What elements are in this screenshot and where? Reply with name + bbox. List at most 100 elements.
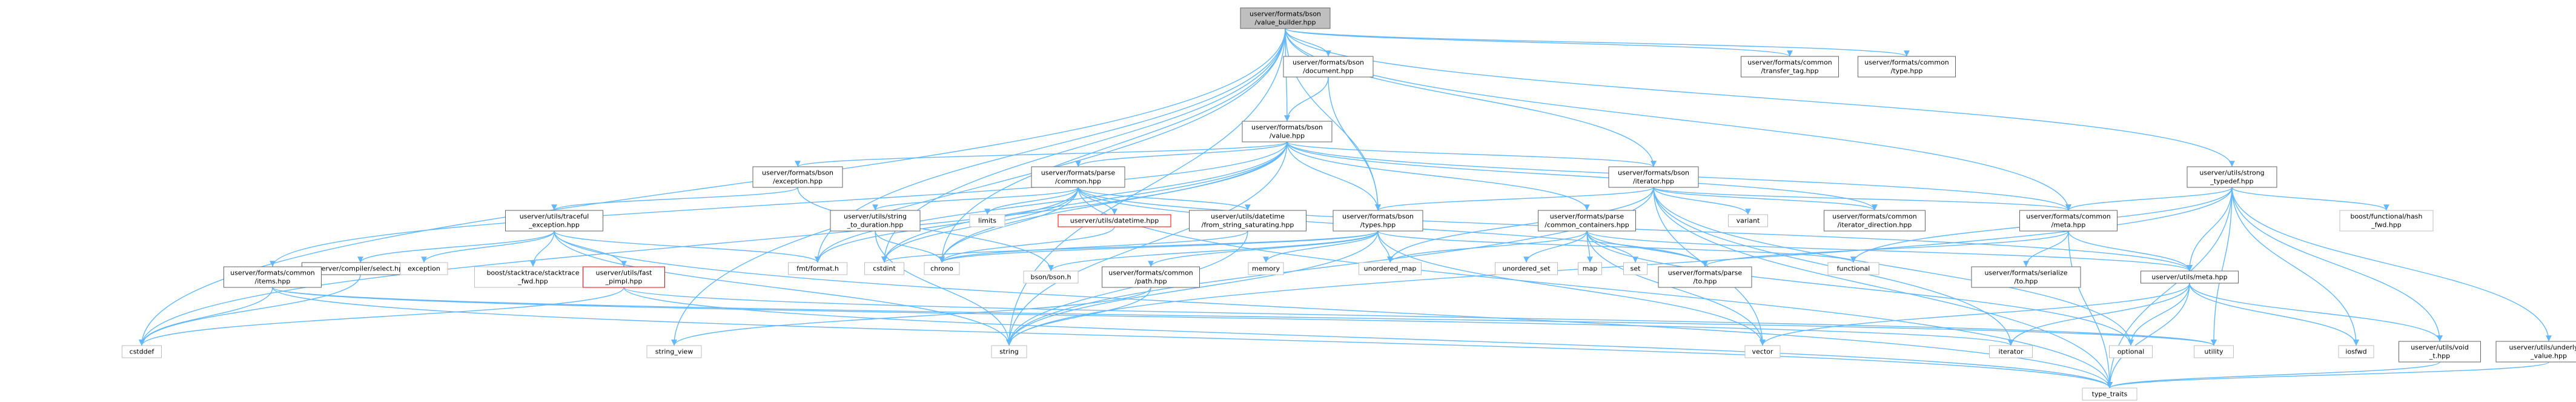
node-label: iosfwd [2345, 348, 2366, 356]
node-box [400, 262, 448, 275]
node-umeta[interactable]: userver/utils/meta.hpp [2141, 270, 2239, 284]
node-iterdir[interactable]: userver/formats/common/iterator_directio… [1824, 210, 1925, 232]
node-box [474, 266, 592, 288]
node-box [1827, 262, 1879, 275]
node-label: /transfer_tag.hpp [1761, 67, 1818, 75]
node-label: fmt/format.h [796, 265, 839, 273]
node-box [1189, 210, 1306, 232]
node-label: /path.hpp [1134, 278, 1167, 286]
node-strong[interactable]: userver/utils/strong_typedef.hpp [2187, 166, 2277, 188]
node-box [1658, 266, 1752, 288]
node-box [2399, 341, 2481, 363]
node-label: /iterator_direction.hpp [1838, 221, 1912, 229]
node-utility: utility [2194, 345, 2234, 358]
node-variant: variant [1728, 214, 1768, 227]
edge-pcont-set [1586, 230, 1638, 263]
node-pto[interactable]: userver/formats/parse/to.hpp [1658, 266, 1752, 288]
node-types[interactable]: userver/formats/bson/types.hpp [1333, 210, 1423, 232]
edge-vb-types [1285, 28, 1381, 211]
node-box [2141, 270, 2239, 284]
node-select[interactable]: userver/compiler/select.hpp [302, 262, 419, 275]
edge-pcont-optional [1586, 230, 2134, 346]
node-label: /document.hpp [1303, 67, 1354, 75]
node-box [122, 345, 162, 358]
node-box [1728, 214, 1768, 227]
edge-exc-bsonh [797, 187, 1054, 272]
node-label: _t.hpp [2429, 352, 2450, 360]
header-nodes: userver/formats/bson/value_builder.hppus… [122, 7, 2576, 401]
node-iter[interactable]: userver/formats/bson/iterator.hpp [1608, 166, 1699, 188]
node-value[interactable]: userver/formats/bson/value.hpp [1242, 121, 1333, 142]
node-box [1359, 262, 1422, 275]
edge-value-fmt [815, 141, 1288, 263]
node-fastpimpl[interactable]: userver/utils/fast_pimpl.hpp [583, 266, 665, 288]
node-box [1538, 210, 1636, 232]
edge-traceful-select [357, 230, 555, 263]
node-label: boost/stacktrace/stacktrace [486, 269, 579, 277]
node-chrono: chrono [924, 262, 960, 275]
node-cpath[interactable]: userver/formats/common/path.hpp [1102, 266, 1200, 288]
node-label: userver/utils/datetime.hpp [1070, 217, 1159, 225]
node-ctype[interactable]: userver/formats/common/type.hpp [1858, 56, 1956, 78]
node-label: /iterator.hpp [1633, 178, 1674, 186]
node-uval[interactable]: userver/utils/underlying_value.hpp [2495, 341, 2576, 363]
node-dtime[interactable]: userver/utils/datetime.hpp [1058, 214, 1171, 227]
edge-dtsat-chrono [939, 230, 1248, 263]
node-label: userver/formats/serialize [1984, 269, 2067, 277]
node-pcommon[interactable]: userver/formats/parse/common.hpp [1031, 166, 1125, 188]
node-voidt[interactable]: userver/utils/void_t.hpp [2399, 341, 2481, 363]
edge-vb-chrono [939, 28, 1286, 263]
edge-s2d-string [875, 230, 1012, 346]
node-sto[interactable]: userver/formats/serialize/to.hpp [1971, 266, 2081, 288]
node-cstddef: cstddef [122, 345, 162, 358]
edge-value-citems [270, 141, 1288, 267]
node-label: userver/formats/parse [1041, 169, 1116, 177]
node-label: _typedef.hpp [2210, 178, 2253, 186]
node-label: cstdint [873, 265, 896, 273]
edge-umeta-iosfwd [2189, 283, 2359, 346]
node-dtsat[interactable]: userver/utils/datetime/from_string_satur… [1189, 210, 1306, 232]
edge-types-memory [1263, 230, 1379, 263]
node-memory: memory [1248, 262, 1284, 275]
edge-cpath-sview [671, 287, 1151, 346]
node-label: /from_string_saturating.hpp [1202, 221, 1294, 229]
node-cmeta[interactable]: userver/formats/common/meta.hpp [2019, 210, 2117, 232]
node-transfer[interactable]: userver/formats/common/transfer_tag.hpp [1741, 56, 1839, 78]
node-label: _to_duration.hpp [847, 221, 904, 229]
node-s2d[interactable]: userver/utils/string_to_duration.hpp [830, 210, 921, 232]
node-label: userver/formats/bson [762, 169, 833, 177]
node-box [2019, 210, 2117, 232]
node-box [583, 266, 665, 288]
edge-pcont-umeta [1586, 230, 2193, 272]
node-functional: functional [1827, 262, 1879, 275]
node-pcont[interactable]: userver/formats/parse/common_containers.… [1538, 210, 1636, 232]
node-label: chrono [930, 265, 953, 273]
node-box [2338, 345, 2374, 358]
node-label: /items.hpp [255, 278, 291, 286]
node-box [924, 262, 960, 275]
node-label: bson/bson.h [1030, 273, 1071, 281]
edge-fastpimpl-utility [623, 287, 2217, 346]
node-ttraits: type_traits [2082, 387, 2137, 401]
node-box [1283, 56, 1374, 78]
node-label: /meta.hpp [2051, 221, 2086, 229]
node-citems[interactable]: userver/formats/common/items.hpp [223, 266, 322, 288]
edge-vb-iter [1285, 28, 1657, 167]
node-doc[interactable]: userver/formats/bson/document.hpp [1283, 56, 1374, 78]
node-exc[interactable]: userver/formats/bson/exception.hpp [752, 166, 843, 188]
edge-pcont-vector [1586, 230, 1766, 346]
node-label: userver/formats/bson [1618, 169, 1689, 177]
node-label: userver/formats/common [2026, 213, 2111, 221]
node-label: userver/formats/common [1108, 269, 1193, 277]
edge-cmeta-umeta [2068, 230, 2193, 272]
edge-citems-cstddef [139, 287, 273, 346]
edge-citems-utility [272, 287, 2217, 346]
node-optional: optional [2109, 345, 2153, 358]
node-traceful[interactable]: userver/utils/traceful_exception.hpp [505, 210, 603, 232]
node-box [1333, 210, 1423, 232]
node-box [223, 266, 322, 288]
node-vb[interactable]: userver/formats/bson/value_builder.hpp [1240, 7, 1331, 29]
node-label: iterator [1999, 348, 2024, 356]
node-label: userver/utils/underlying [2509, 344, 2576, 352]
edge-umeta-vector [1760, 283, 2190, 346]
